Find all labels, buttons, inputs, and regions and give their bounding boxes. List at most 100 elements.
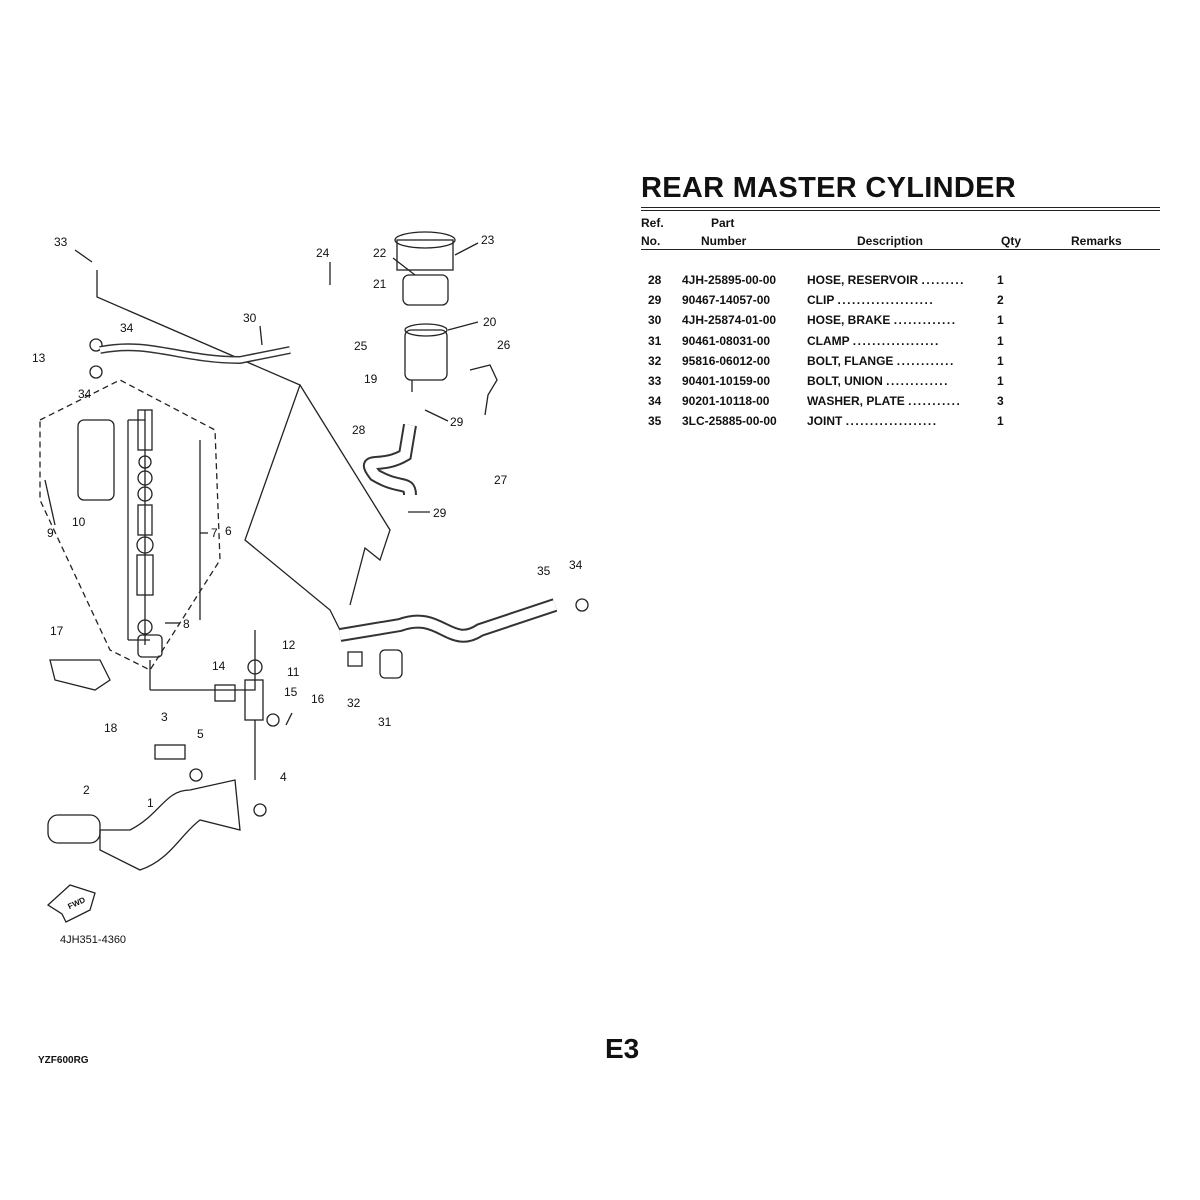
ref-no: 35 — [648, 414, 662, 429]
title-rule — [641, 207, 1160, 208]
description-text: BOLT, FLANGE — [807, 353, 894, 368]
callout: 15 — [284, 685, 298, 699]
callout: 20 — [483, 315, 497, 329]
parts-table: 28 4JH-25895-00-00 HOSE, RESERVOIR .....… — [641, 270, 1037, 432]
page-number: E3 — [605, 1033, 640, 1064]
qty: 2 — [997, 293, 1004, 308]
table-row: 29 90467-14057-00 CLIP .................… — [641, 290, 1037, 310]
description-text: JOINT — [807, 414, 843, 429]
col-remarks: Remarks — [1071, 234, 1122, 248]
description: CLAMP .................. — [807, 331, 997, 351]
callout: 30 — [243, 311, 257, 325]
qty: 1 — [997, 353, 1004, 368]
callout: 7 — [211, 526, 218, 540]
col-part-bottom: Number — [701, 234, 747, 248]
leader-dots: ......... — [921, 273, 965, 288]
callout: 26 — [497, 338, 511, 352]
callout: 22 — [373, 246, 387, 260]
col-part-top: Part — [711, 216, 735, 230]
diagram-lines — [39, 231, 589, 871]
callout: 23 — [481, 233, 495, 247]
leader-dots: ............. — [893, 313, 957, 328]
callout: 3 — [161, 710, 168, 724]
part-number: 90461-08031-00 — [682, 333, 771, 348]
callout: 27 — [494, 473, 508, 487]
callout: 17 — [50, 624, 64, 638]
callout: 21 — [373, 277, 387, 291]
description-text: CLAMP — [807, 333, 850, 348]
col-description: Description — [857, 234, 924, 248]
description-text: CLIP — [807, 293, 835, 308]
fwd-arrow: FWD — [46, 884, 96, 923]
part-number: 90201-10118-00 — [682, 394, 770, 409]
part-number: 90401-10159-00 — [682, 374, 771, 389]
callout: 11 — [287, 665, 300, 679]
callout: 8 — [183, 617, 190, 631]
description: HOSE, BRAKE ............. — [807, 310, 997, 330]
title-rule — [641, 210, 1160, 211]
col-ref-top: Ref. — [641, 216, 664, 230]
callout: 4 — [280, 770, 287, 784]
callout: 31 — [378, 715, 392, 729]
ref-no: 33 — [648, 374, 662, 389]
description: WASHER, PLATE ........... — [807, 391, 997, 411]
table-row: 31 90461-08031-00 CLAMP ................… — [641, 331, 1037, 351]
model-code: YZF600RG — [38, 1055, 89, 1066]
leader-dots: ........... — [908, 394, 962, 409]
callout: 18 — [104, 721, 118, 735]
ref-no: 28 — [648, 273, 662, 288]
description: CLIP .................... — [807, 290, 997, 310]
diagram-code: 4JH351-4360 — [60, 934, 127, 946]
leader-dots: .................. — [852, 333, 940, 348]
callout: 2 — [83, 783, 90, 797]
qty: 1 — [997, 414, 1004, 429]
callout: 6 — [225, 524, 232, 538]
callout: 9 — [47, 526, 54, 540]
part-number: 4JH-25874-01-00 — [682, 313, 777, 328]
table-row: 33 90401-10159-00 BOLT, UNION ..........… — [641, 371, 1037, 391]
callout: 34 — [569, 558, 583, 572]
qty: 1 — [997, 374, 1004, 389]
col-ref-bottom: No. — [641, 234, 661, 248]
description-text: BOLT, UNION — [807, 374, 883, 389]
callout: 14 — [212, 659, 226, 673]
header-rule — [641, 249, 1160, 250]
callout: 5 — [197, 727, 204, 741]
callout: 16 — [311, 692, 325, 706]
leader-dots: ............. — [886, 374, 949, 389]
ref-no: 30 — [648, 313, 662, 328]
table-row: 30 4JH-25874-01-00 HOSE, BRAKE .........… — [641, 310, 1037, 330]
table-row: 35 3LC-25885-00-00 JOINT ...............… — [641, 411, 1037, 431]
callout: 34 — [78, 387, 92, 401]
description: BOLT, UNION ............. — [807, 371, 997, 391]
callout: 29 — [433, 506, 447, 520]
callout: 10 — [72, 515, 86, 529]
part-number: 4JH-25895-00-00 — [682, 273, 777, 288]
leader-dots: ............ — [896, 353, 955, 368]
part-number: 3LC-25885-00-00 — [682, 414, 777, 429]
table-row: 32 95816-06012-00 BOLT, FLANGE .........… — [641, 351, 1037, 371]
callout: 35 — [537, 564, 551, 578]
table-row: 34 90201-10118-00 WASHER, PLATE ........… — [641, 391, 1037, 411]
callout: 25 — [354, 339, 368, 353]
ref-no: 29 — [648, 293, 662, 308]
callout: 24 — [316, 246, 330, 260]
callout: 34 — [120, 321, 134, 335]
col-qty: Qty — [1001, 234, 1022, 248]
ref-no: 32 — [648, 353, 662, 368]
callout: 1 — [147, 796, 154, 810]
callout: 29 — [450, 415, 464, 429]
ref-no: 34 — [648, 394, 662, 409]
callout: 32 — [347, 696, 361, 710]
page-title: REAR MASTER CYLINDER — [641, 172, 1016, 204]
description-text: HOSE, RESERVOIR — [807, 273, 919, 288]
qty: 1 — [997, 313, 1004, 328]
description-text: WASHER, PLATE — [807, 394, 905, 409]
leader-dots: ................... — [845, 414, 938, 429]
description-text: HOSE, BRAKE — [807, 313, 891, 328]
description: JOINT ................... — [807, 411, 997, 431]
exploded-parts-diagram: FWD 33 24 22 23 21 30 34 20 25 26 13 34 … — [32, 231, 589, 923]
callout: 12 — [282, 638, 296, 652]
description: BOLT, FLANGE ............ — [807, 351, 997, 371]
description: HOSE, RESERVOIR ......... — [807, 270, 997, 290]
